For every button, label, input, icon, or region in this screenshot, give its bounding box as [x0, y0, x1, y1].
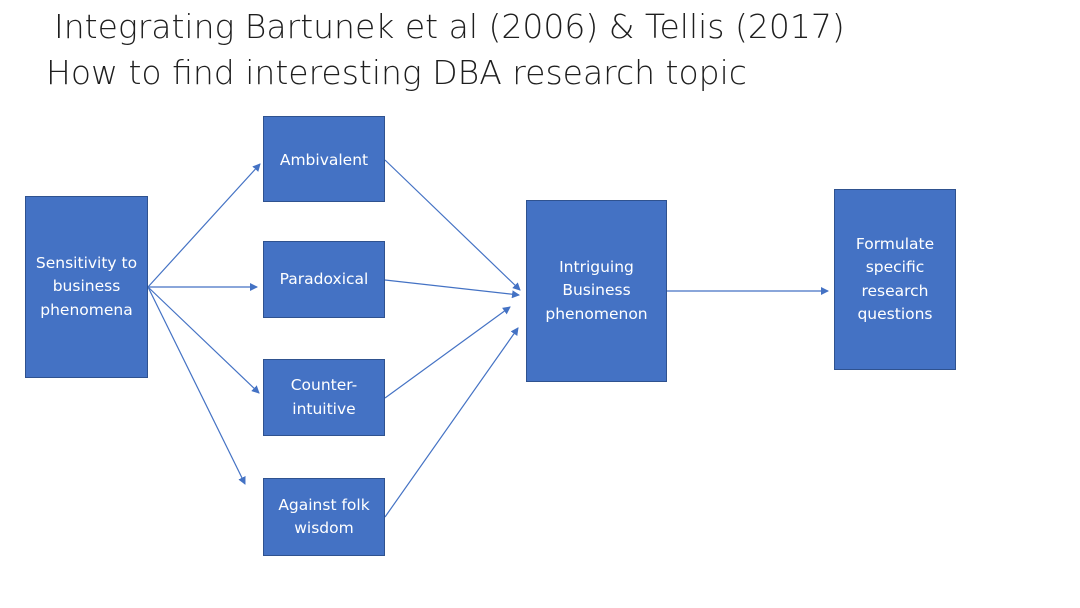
node-sensitivity-to-business-phenomena: Sensitivity to business phenomena — [25, 196, 148, 378]
arrow-folk-wisdom-to-intriguing — [384, 327, 519, 518]
arrow-sensitivity-to-folk-wisdom — [147, 286, 246, 485]
arrow-sensitivity-to-counter-intuitive — [147, 286, 260, 394]
node-intriguing-business-phenomenon: Intriguing Business phenomenon — [526, 200, 667, 382]
arrow-counter-intuitive-to-intriguing — [384, 306, 511, 399]
node-ambivalent: Ambivalent — [263, 116, 385, 202]
node-formulate-research-questions: Formulate specific research questions — [834, 189, 956, 370]
arrow-paradoxical-to-intriguing — [384, 279, 520, 299]
node-counter-intuitive: Counter- intuitive — [263, 359, 385, 436]
node-against-folk-wisdom: Against folk wisdom — [263, 478, 385, 556]
arrow-sensitivity-to-ambivalent — [147, 163, 261, 288]
arrow-ambivalent-to-intriguing — [384, 159, 521, 291]
title-line-1: Integrating Bartunek et al (2006) & Tell… — [54, 7, 845, 46]
node-paradoxical: Paradoxical — [263, 241, 385, 318]
title-line-2: How to find interesting DBA research top… — [46, 53, 747, 92]
